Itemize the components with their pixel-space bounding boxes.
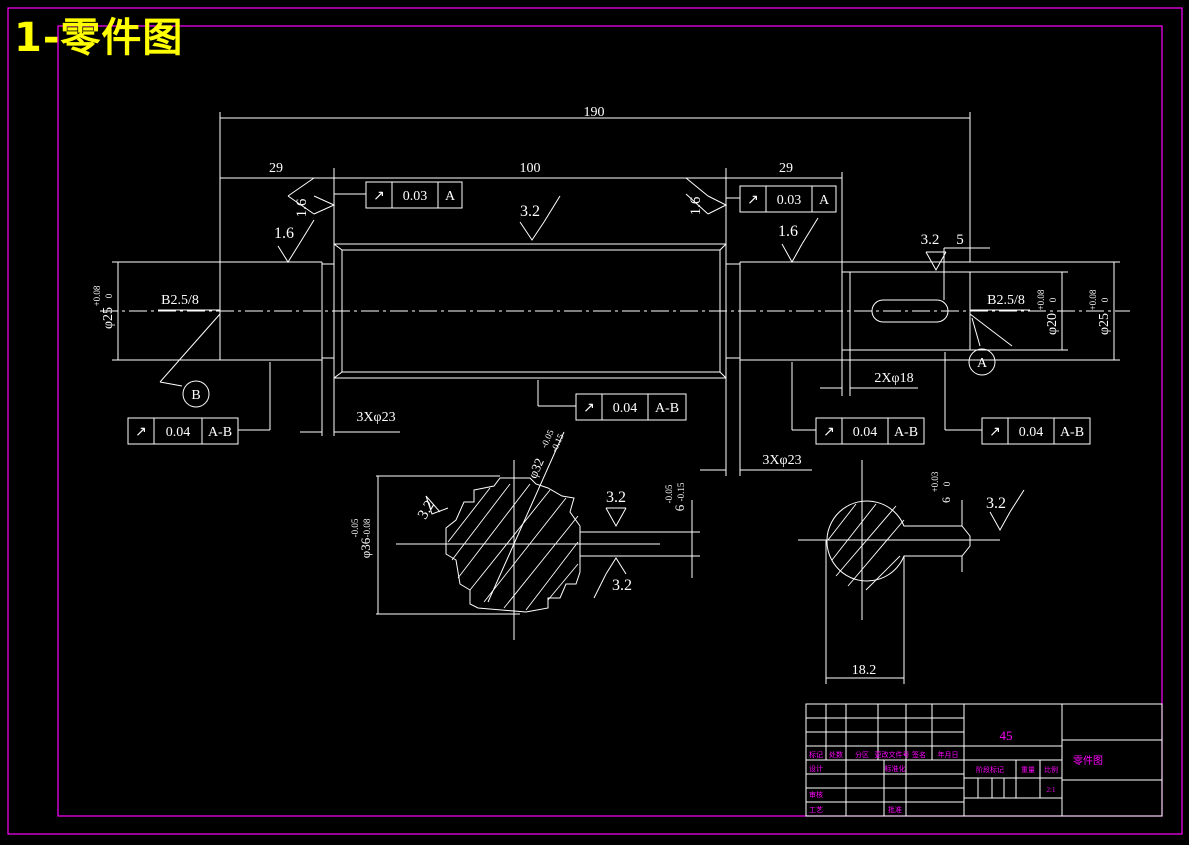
tb-row-label-3: 更改文件号 <box>875 750 910 759</box>
tb-scale: 比例 <box>1044 765 1058 774</box>
roughness-spline-right-top: 3.2 <box>606 489 626 506</box>
roughness-key-section: 3.2 <box>986 495 1006 512</box>
outer-frame <box>7 7 1183 835</box>
gdt-right-top-value: 0.03 <box>777 193 802 208</box>
dim-right-tol-upper-2: +0.08 <box>1088 289 1098 310</box>
page-heading: 1-零件图 <box>14 15 184 61</box>
tb-scale-value: 2:1 <box>1047 786 1056 794</box>
inner-frame <box>57 25 1163 817</box>
dim-groove-key: 2Xφ18 <box>874 371 913 386</box>
gdt-right-bottom-2-symbol: ↗ <box>989 425 1001 440</box>
tb-material: 45 <box>1000 728 1013 743</box>
gdt-right-bottom-2-datum: A-B <box>1060 425 1084 440</box>
dim-groove-right: 3Xφ23 <box>762 453 801 468</box>
dimension-lines <box>112 112 1120 476</box>
tb-row-label-4: 签名 <box>912 750 926 759</box>
gdt-left-bottom-value: 0.04 <box>166 425 191 440</box>
gdt-right-bottom-1-datum: A-B <box>894 425 918 440</box>
gdt-right-top-datum: A <box>819 193 830 208</box>
dim-spline-outer-tol-lower: -0.08 <box>362 518 372 537</box>
dim-right-tol-lower-2: 0 <box>1100 297 1110 302</box>
dim-right-dia-2: φ25 <box>1097 313 1112 335</box>
tb-approve: 批准 <box>888 805 902 814</box>
tb-standardize: 标准化 <box>885 764 906 773</box>
tb-row-label-5: 年月日 <box>938 750 959 759</box>
dim-groove-left: 3Xφ23 <box>356 410 395 425</box>
tb-drawing-name: 零件图 <box>1073 755 1103 767</box>
tb-designer: 设计 <box>809 764 823 773</box>
center-hole-left: B2.5/8 <box>161 293 199 308</box>
dim-left-tol-upper: +0.08 <box>92 285 102 306</box>
gdt-middle-datum: A-B <box>655 401 679 416</box>
roughness-keyway: 3.2 <box>921 232 940 248</box>
roughness-symbols <box>277 177 947 272</box>
roughness-left-journal: 1.6 <box>274 225 294 242</box>
dim-overall: 190 <box>584 105 605 120</box>
spline-section <box>376 431 700 640</box>
dim-key-width: 5 <box>956 232 964 248</box>
dim-key-section-tol-lower: 0 <box>942 481 952 486</box>
gdt-middle-value: 0.04 <box>613 401 638 416</box>
gdt-right-bottom-2-value: 0.04 <box>1019 425 1044 440</box>
dim-spline-width-tol-lower: -0.15 <box>676 482 686 501</box>
gdt-left-bottom-datum: A-B <box>208 425 232 440</box>
drawing-labels: 190 29 100 29 3.2 1.6 1.6 3.2 5 1.6 1.6 … <box>92 105 1112 678</box>
dim-spline-outer-tol-upper: -0.05 <box>350 518 360 537</box>
tb-stage-mark: 阶段标记 <box>976 765 1004 774</box>
datum-a-circle <box>968 348 996 376</box>
dim-right-dia-1: φ20 <box>1045 313 1060 335</box>
roughness-right-journal: 1.6 <box>778 223 798 240</box>
gdt-right-top-symbol: ↗ <box>747 193 759 208</box>
dim-spline-width-tol-upper: -0.05 <box>664 484 674 503</box>
gdt-left-bottom-symbol: ↗ <box>135 425 147 440</box>
dim-key-depth: 18.2 <box>852 663 877 678</box>
gdt-left-top-symbol: ↗ <box>373 189 385 204</box>
tb-process: 工艺 <box>809 806 823 814</box>
gdt-left-top-value: 0.03 <box>403 189 428 204</box>
dim-key-section-width: 6 <box>939 497 953 503</box>
roughness-spline-left: 3.2 <box>415 498 438 522</box>
datum-b-circle <box>182 380 210 408</box>
gdt-middle-symbol: ↗ <box>583 401 595 416</box>
tolerance-frames <box>127 181 1091 445</box>
dim-right-journal: 29 <box>779 161 793 176</box>
gdt-right-bottom-1-value: 0.04 <box>853 425 878 440</box>
leader-lines <box>158 193 1030 431</box>
datum-b: B <box>191 388 200 403</box>
dim-key-section-tol-upper: +0.03 <box>930 471 940 492</box>
roughness-right-shoulder: 1.6 <box>688 196 704 215</box>
roughness-spline-right-bottom: 3.2 <box>612 577 632 594</box>
dim-left-journal: 29 <box>269 161 283 176</box>
title-block <box>805 703 1163 817</box>
roughness-top: 3.2 <box>520 203 540 220</box>
tb-checker: 审核 <box>809 790 823 799</box>
key-section <box>798 460 1025 684</box>
tb-weight: 重量 <box>1021 766 1035 774</box>
tb-row-label-2: 分区 <box>855 750 869 759</box>
dim-right-tol-lower-1: 0 <box>1048 297 1058 302</box>
dim-left-dia: φ25 <box>101 307 116 329</box>
dim-right-tol-upper-1: +0.08 <box>1036 289 1046 310</box>
roughness-left-shoulder: 1.6 <box>294 198 310 217</box>
tb-row-label-0: 标记 <box>809 750 823 759</box>
dim-middle: 100 <box>520 161 541 176</box>
tb-row-label-1: 处数 <box>829 750 843 759</box>
gdt-left-top-datum: A <box>445 189 456 204</box>
gdt-right-bottom-1-symbol: ↗ <box>823 425 835 440</box>
dim-spline-width: 6 <box>672 504 687 511</box>
datum-a: A <box>977 356 988 371</box>
title-block-labels: 45 零件图 标记 处数 分区 更改文件号 签名 年月日 设计 标准化 阶段标记… <box>809 728 1103 814</box>
center-hole-right: B2.5/8 <box>987 293 1025 308</box>
dim-spline-outer: φ36 <box>358 537 373 558</box>
dim-left-tol-lower: 0 <box>104 293 114 298</box>
